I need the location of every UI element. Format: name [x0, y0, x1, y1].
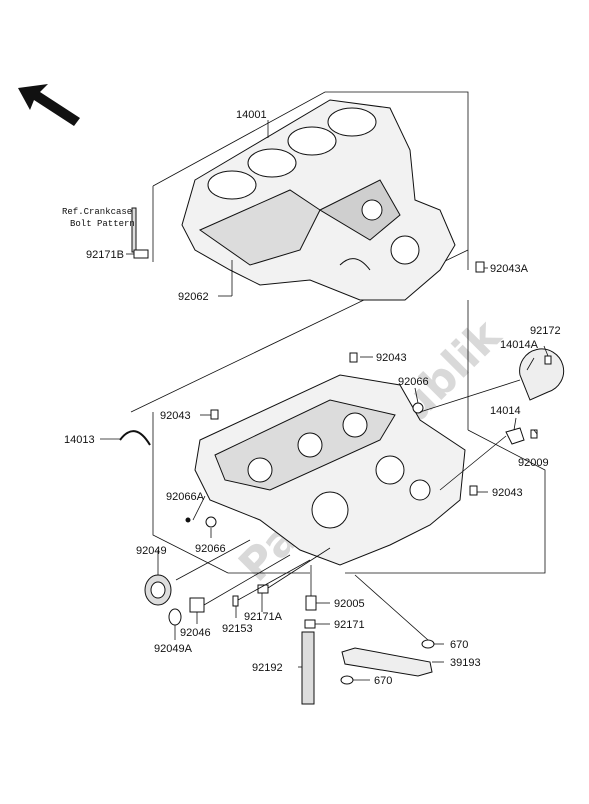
label-670-bot: 670 — [374, 675, 392, 687]
label-92009: 92009 — [518, 457, 549, 469]
leader-lines — [100, 120, 549, 681]
label-14014A: 14014A — [500, 339, 539, 351]
seal-14013 — [119, 430, 151, 446]
label-92192: 92192 — [252, 662, 283, 674]
bolt-92153 — [232, 595, 239, 607]
bolt-92172 — [544, 355, 552, 365]
lower-crankcase — [194, 374, 466, 566]
label-92171: 92171 — [334, 619, 365, 631]
label-92066: 92066 — [398, 376, 429, 388]
label-670-top: 670 — [450, 639, 468, 651]
label-92043-left: 92043 — [160, 410, 191, 422]
label-92049A: 92049A — [154, 643, 193, 655]
bushing-92046 — [189, 597, 205, 613]
ref-note-line1: Ref.Crankcase — [62, 207, 132, 217]
label-92066-low: 92066 — [195, 543, 226, 555]
label-92043-right: 92043 — [492, 487, 523, 499]
label-92062: 92062 — [178, 291, 209, 303]
o-ring-670-bot — [340, 675, 354, 685]
label-92005: 92005 — [334, 598, 365, 610]
dowel-92171B — [133, 249, 149, 259]
o-ring-670-top — [421, 639, 435, 649]
label-92066A: 92066A — [166, 491, 205, 503]
bracket-14014 — [505, 427, 525, 445]
label-92043-top: 92043 — [376, 352, 407, 364]
nozzle-92005 — [305, 595, 317, 611]
plug-92066A — [185, 517, 191, 523]
pipe-92192 — [301, 631, 315, 705]
dowel-92043A — [475, 261, 485, 273]
label-39193: 39193 — [450, 657, 481, 669]
label-92046: 92046 — [180, 627, 211, 639]
dowel-92043-left — [210, 409, 219, 420]
front-arrow-icon — [18, 84, 80, 126]
label-92171B: 92171B — [86, 249, 124, 261]
label-92153: 92153 — [222, 623, 253, 635]
label-92171A: 92171A — [244, 611, 283, 623]
small-parts — [119, 207, 565, 705]
plug-92066-low — [205, 516, 217, 528]
ref-note-line2: Bolt Pattern — [70, 219, 135, 229]
upper-crankcase — [181, 99, 456, 301]
dowel-92043-top — [349, 352, 358, 363]
label-92172: 92172 — [530, 325, 561, 337]
dowel-92043-right — [469, 485, 478, 496]
pipe-39193 — [341, 647, 433, 677]
label-92043A: 92043A — [490, 263, 529, 275]
oil-seal-92049A — [168, 608, 182, 626]
label-14014: 14014 — [490, 405, 521, 417]
cover-14014A — [519, 348, 565, 401]
bolt-92009 — [530, 429, 538, 439]
reference-bolt — [131, 207, 137, 253]
label-14013: 14013 — [64, 434, 95, 446]
label-14001: 14001 — [236, 109, 267, 121]
part-labels: 14001 Ref.Crankcase Bolt Pattern 92171B … — [62, 109, 561, 687]
dowel-92171 — [304, 619, 316, 629]
label-92049: 92049 — [136, 545, 167, 557]
